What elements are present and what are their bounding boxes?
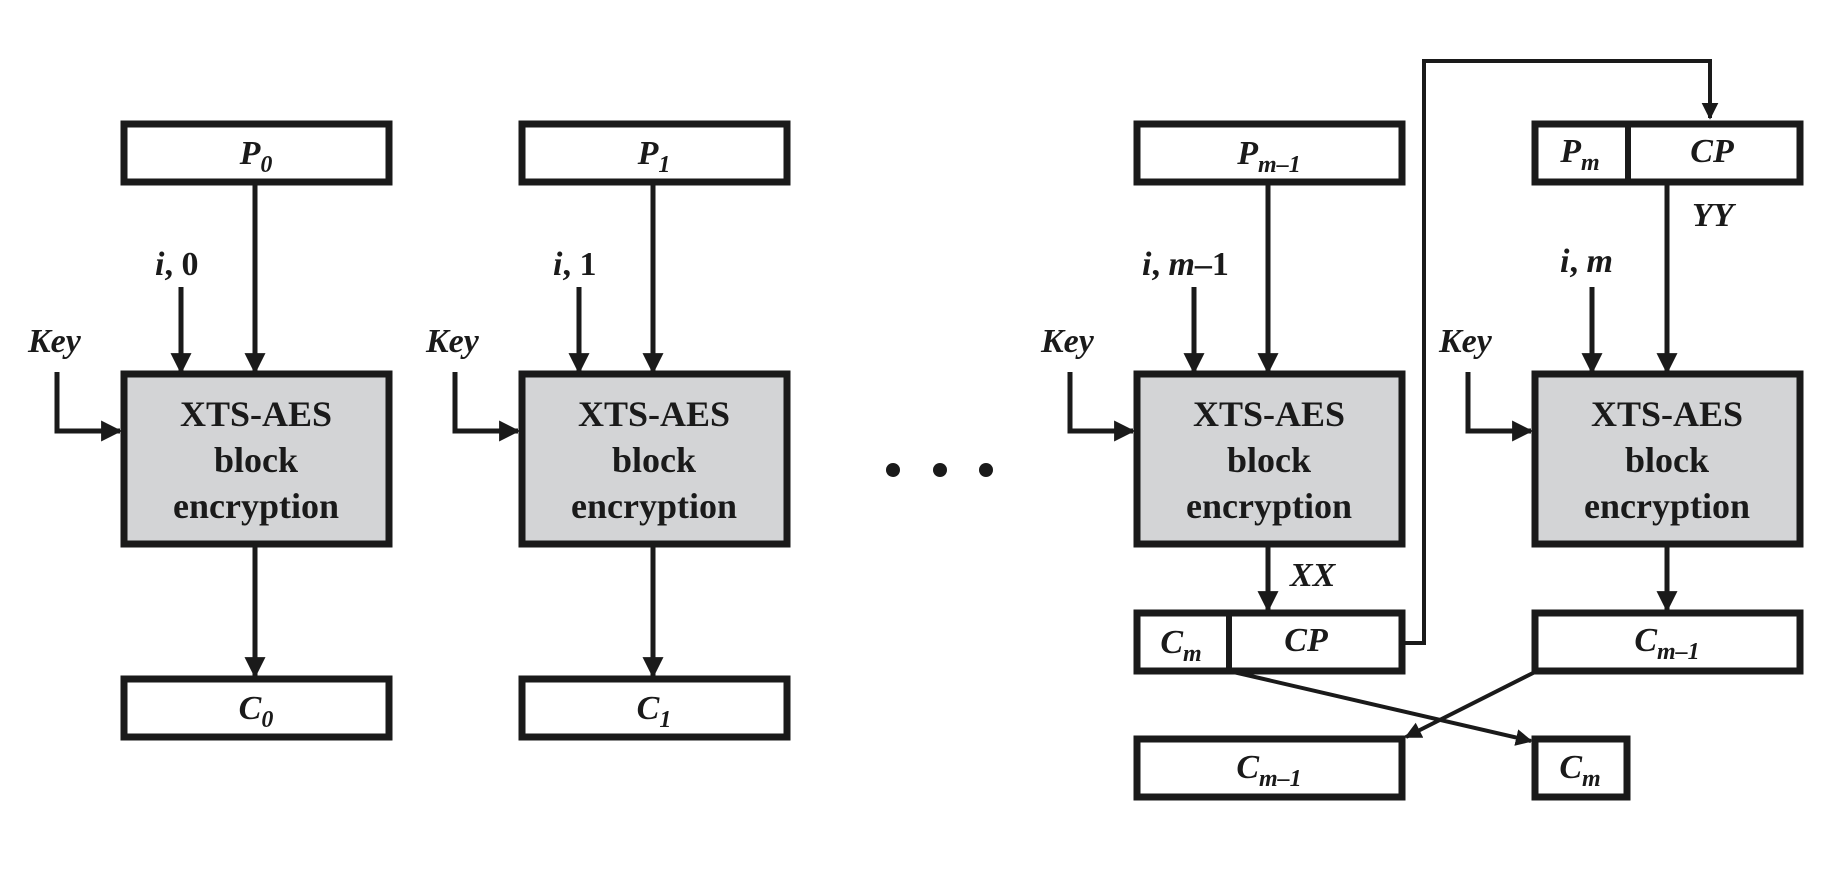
ciphertext-label-c0: C0 [239, 690, 274, 733]
block-line3-1: encryption [571, 486, 737, 526]
block-line1-m-1: XTS-AES [1193, 394, 1345, 434]
encryption-block-m [1531, 370, 1804, 548]
block-line2-m-1: block [1227, 440, 1311, 480]
final-ciphertext-box-cm [1531, 735, 1631, 801]
plaintext-label-p0: P0 [239, 135, 273, 178]
split-left-label-pm: Pm [1559, 133, 1599, 176]
stage-1: P1 i, 1 Key XTS-AES block encryption C1 [425, 120, 791, 741]
block-line3-m: encryption [1584, 486, 1750, 526]
ellipsis [886, 463, 993, 477]
stage-m-minus-1: Pm–1 i, m–1 Key XTS-AES block encryption… [1040, 120, 1406, 801]
split-right-label-cp-m: CP [1690, 133, 1734, 170]
tweak-label-m: i, m [1560, 243, 1613, 280]
ciphertext-label-c1: C1 [637, 690, 672, 733]
block-line2-0: block [214, 440, 298, 480]
plaintext-label-pm-1: Pm–1 [1236, 135, 1300, 178]
encryption-block-1 [518, 370, 791, 548]
cp-feedback-line [1402, 59, 1719, 645]
encryption-block-m-1 [1133, 370, 1406, 548]
key-label-0: Key [27, 323, 82, 360]
xx-label: XX [1289, 557, 1337, 594]
tweak-label-m-1: i, m–1 [1142, 246, 1229, 283]
plaintext-label-p1: P1 [637, 135, 671, 178]
block-line1-m: XTS-AES [1591, 394, 1743, 434]
block-line1-1: XTS-AES [578, 394, 730, 434]
final-ciphertext-label-cm: Cm [1559, 749, 1600, 792]
yy-label: YY [1692, 197, 1737, 234]
output-box-cm-1 [1531, 609, 1804, 675]
split-output-box-m-1 [1133, 609, 1406, 675]
tweak-label-0: i, 0 [155, 246, 198, 283]
output-label-cm-1: Cm–1 [1634, 622, 1699, 665]
ciphertext-box-c0 [120, 675, 393, 741]
key-arrow-1 [452, 372, 521, 442]
ciphertext-box-c1 [518, 675, 791, 741]
stage-0: P0 i, 0 Key XTS-AES block encryption C0 [27, 120, 393, 741]
tweak-label-1: i, 1 [553, 246, 596, 283]
split-right-label-cp: CP [1284, 622, 1328, 659]
block-line2-1: block [612, 440, 696, 480]
stage-m: Pm CP YY i, m Key XTS-AES block encrypti… [1438, 120, 1804, 801]
key-arrow-m-1 [1067, 372, 1136, 442]
final-ciphertext-box-cm-1 [1133, 735, 1406, 801]
swap-arrow-cm [1228, 669, 1533, 746]
key-label-1: Key [425, 323, 480, 360]
block-line3-0: encryption [173, 486, 339, 526]
key-label-m-1: Key [1040, 323, 1095, 360]
split-left-label-cm: Cm [1160, 624, 1201, 667]
key-label-m: Key [1438, 323, 1493, 360]
plaintext-box-p1 [518, 120, 791, 186]
block-line2-m: block [1625, 440, 1709, 480]
encryption-block-0 [120, 370, 393, 548]
key-arrow-m [1465, 372, 1534, 442]
key-arrow-0 [54, 372, 123, 442]
final-ciphertext-label-cm-1: Cm–1 [1236, 749, 1301, 792]
block-line1-0: XTS-AES [180, 394, 332, 434]
swap-arrow-cm-1 [1404, 669, 1538, 739]
block-line3-m-1: encryption [1186, 486, 1352, 526]
